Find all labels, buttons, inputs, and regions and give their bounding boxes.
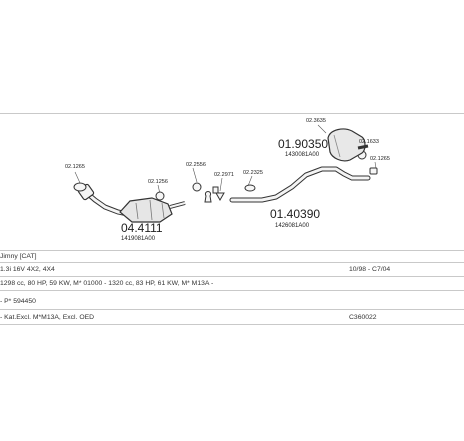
note-p-number: - P* 594450 — [0, 298, 36, 305]
note-exclusions: - Kat.Excl. M*M13A, Excl. OED — [0, 314, 95, 321]
part-label-02-3635: 02.3635 — [306, 118, 326, 124]
divider-top — [0, 113, 464, 114]
part-label-02-1633: 02.1633 — [359, 139, 379, 145]
part-ref-1430081a00: 1430081A00 — [285, 152, 320, 158]
part-label-02-1256: 02.1256 — [148, 179, 168, 185]
divider — [0, 324, 464, 325]
part-label-04-4111: 04.4111 — [121, 221, 163, 235]
part-label-02-1265-right: 02.1265 — [370, 156, 390, 162]
divider — [0, 276, 464, 277]
engine-description: 1.3i 16V 4X2, 4X4 — [0, 266, 55, 273]
divider — [0, 290, 464, 291]
divider — [0, 250, 464, 251]
part-label-02-2971: 02.2971 — [214, 172, 234, 178]
engine-specs: 1298 cc, 80 HP, 59 KW, M* 01000 - 1320 c… — [0, 280, 214, 287]
part-label-02-2325: 02.2325 — [243, 170, 263, 176]
exhaust-system-diagram: 02.1265 02.1256 02.2556 02.2971 02.2325 … — [65, 118, 390, 242]
part-label-02-1265-left: 02.1265 — [65, 164, 85, 170]
production-period: 10/98 - C7/04 — [349, 266, 391, 273]
catalog-code: C360022 — [349, 314, 377, 321]
part-label-01-40390: 01.40390 — [270, 207, 320, 221]
part-label-01-90350: 01.90350 — [278, 137, 328, 151]
divider — [0, 262, 464, 263]
rear-muffler — [327, 128, 369, 162]
vehicle-model: Jimny [CAT] — [0, 253, 37, 260]
part-ref-1426081a00: 1426081A00 — [275, 223, 310, 229]
part-label-02-2556: 02.2556 — [186, 162, 206, 168]
divider — [0, 309, 464, 310]
catalytic-converter — [119, 197, 186, 223]
part-ref-1419081a00: 1419081A00 — [121, 236, 156, 242]
